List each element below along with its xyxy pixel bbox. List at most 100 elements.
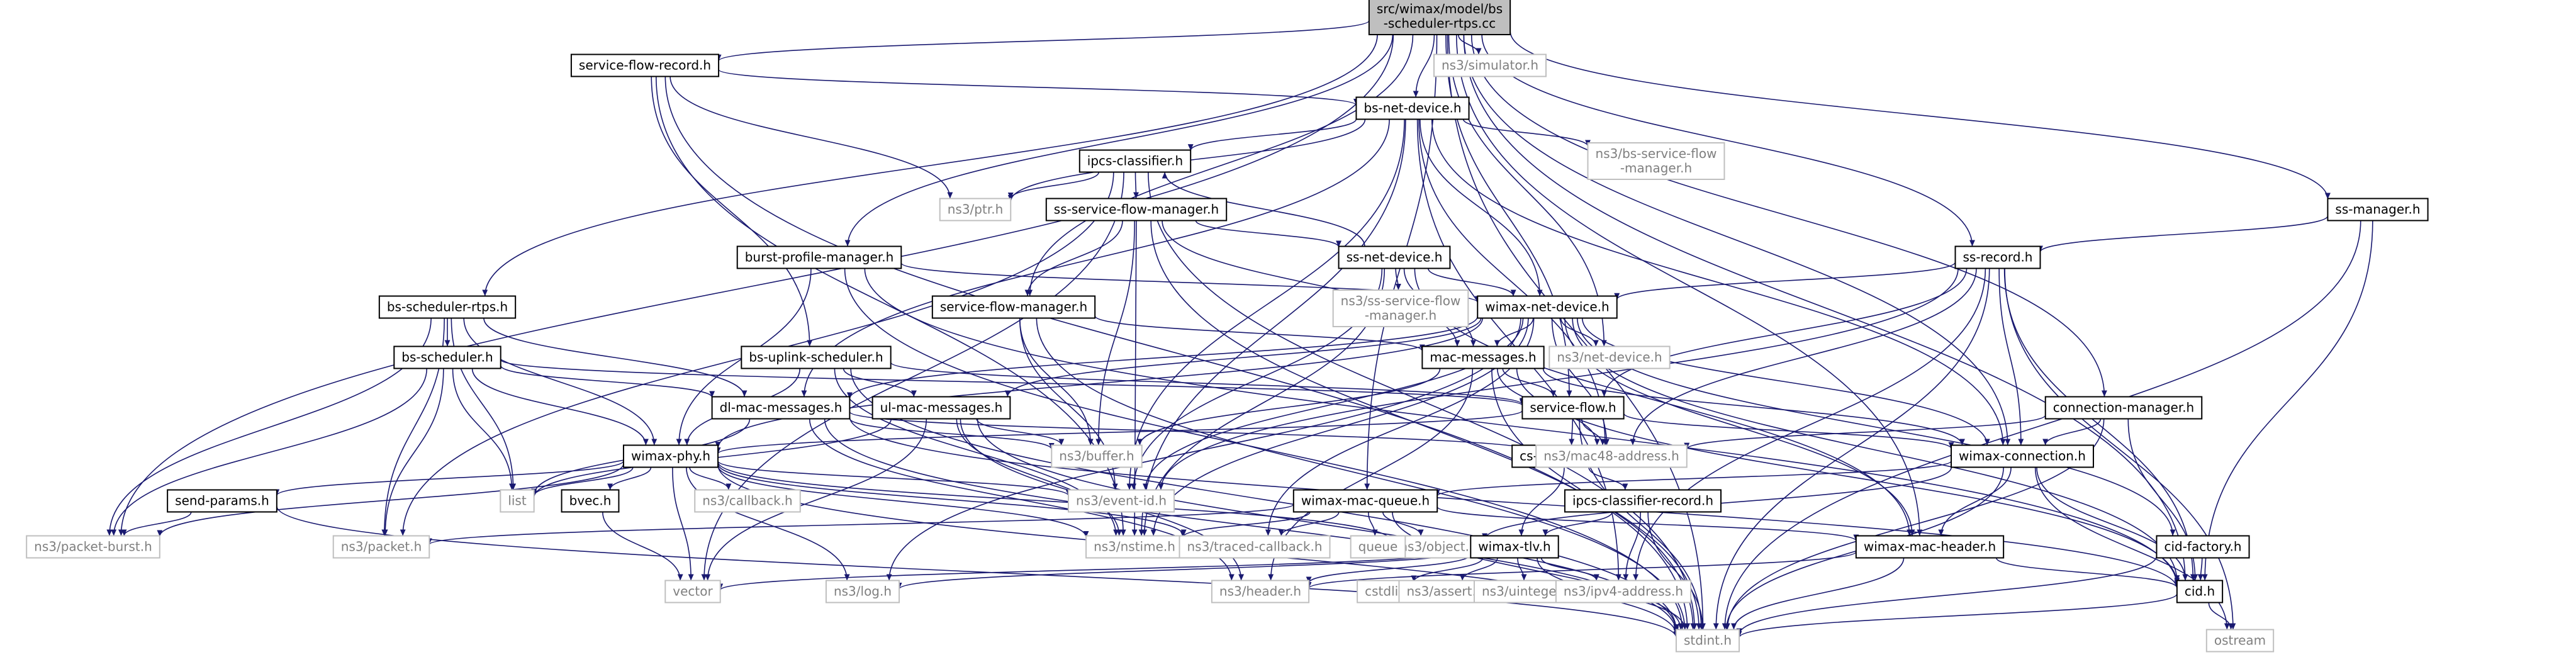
edge-bs-scheduler-h-to-wimax-phy-h — [471, 368, 649, 446]
edge-cid-factory-h-to-cid-h — [2197, 558, 2204, 581]
node-box — [570, 53, 720, 77]
node-label: ns3/bs-service-flow-manager.h — [1596, 146, 1717, 176]
node-label: bs-net-device.h — [1364, 101, 1461, 116]
node-box — [939, 198, 1012, 222]
node-dl-mac-h[interactable]: dl-mac-messages.h — [711, 396, 851, 420]
node-root[interactable]: src/wimax/model/bs-scheduler-rtps.cc — [1368, 0, 1511, 35]
edge-ipcs-classifier-h-to-ptr — [1007, 172, 1100, 199]
node-box — [1564, 489, 1722, 513]
node-ss-record-h[interactable]: ss-record.h — [1954, 245, 2041, 269]
edge-wimax-phy-h-to-vector — [672, 467, 694, 581]
edge-ss-sfm-h-to-ss-net-device-h — [1195, 220, 1341, 247]
node-box — [931, 295, 1096, 319]
node-label: ns3/event-id.h — [1076, 493, 1167, 508]
edge-ss-sfm-h-to-sfm-h — [1024, 220, 1123, 296]
node-bs-uplink-h[interactable]: bs-uplink-scheduler.h — [741, 345, 892, 369]
node-wimax-connection-h[interactable]: wimax-connection.h — [1951, 444, 2094, 468]
edge-service-flow-h-to-wimax-connection-h — [1623, 413, 1954, 449]
node-label: src/wimax/model/bs-scheduler-rtps.cc — [1377, 1, 1503, 31]
edge-wimax-phy-h-to-bvec-h — [607, 467, 652, 490]
node-ul-mac-h[interactable]: ul-mac-messages.h — [871, 396, 1011, 420]
edge-ss-sfm-h-to-stdint — [1150, 220, 1696, 630]
node-label: ns3/packet.h — [341, 539, 422, 554]
node-box — [871, 396, 1011, 420]
node-cid-h[interactable]: cid.h — [2176, 580, 2224, 603]
node-bs-sched-rtps-h[interactable]: bs-scheduler-rtps.h — [378, 295, 517, 319]
node-wimax-mac-header-h[interactable]: wimax-mac-header.h — [1855, 535, 2005, 559]
edge-bs-net-device-h-to-nstime — [1138, 119, 1406, 536]
node-box — [1675, 629, 1740, 653]
edge-ss-record-h-to-ostream — [2004, 268, 2236, 630]
node-send-params-h[interactable]: send-params.h — [167, 489, 277, 513]
node-label: wimax-connection.h — [1959, 449, 2086, 464]
node-box — [741, 345, 892, 369]
node-wimax-phy-h[interactable]: wimax-phy.h — [622, 444, 719, 468]
node-box — [1338, 245, 1451, 269]
edge-ss-record-h-to-service-flow-h — [1601, 268, 1968, 397]
edge-bs-scheduler-h-to-packet — [382, 368, 444, 536]
node-label: ns3/ss-service-flow-manager.h — [1341, 293, 1461, 323]
node-ns3-net-device: ns3/net-device.h — [1548, 345, 1671, 369]
node-box — [1548, 345, 1671, 369]
node-label: ns3/net-device.h — [1557, 350, 1662, 365]
node-sflow-record-h[interactable]: service-flow-record.h — [570, 53, 720, 77]
node-box — [2044, 396, 2203, 420]
edge-ipcs-classifier-record-h-to-stdint — [1647, 512, 1706, 630]
node-ss-net-device-h[interactable]: ss-net-device.h — [1338, 245, 1451, 269]
edge-bvec-h-to-vector — [602, 512, 683, 581]
node-wimax-tlv-h[interactable]: wimax-tlv.h — [1470, 535, 1559, 559]
node-label: bvec.h — [569, 493, 612, 508]
edge-wimax-mac-queue-h-to-object — [1382, 512, 1424, 536]
node-bs-scheduler-h[interactable]: bs-scheduler.h — [393, 345, 501, 369]
node-ipv4: ns3/ipv4-address.h — [1555, 580, 1692, 603]
node-box — [1350, 535, 1406, 559]
node-connection-manager-h[interactable]: connection-manager.h — [2044, 396, 2203, 420]
node-burst-profile-h[interactable]: burst-profile-manager.h — [736, 245, 902, 269]
node-cid-factory-h[interactable]: cid-factory.h — [2156, 535, 2250, 559]
node-ipcs-classifier-h[interactable]: ipcs-classifier.h — [1078, 149, 1192, 173]
node-ss-sfm-h[interactable]: ss-service-flow-manager.h — [1045, 198, 1228, 222]
edge-ss-net-device-h-to-wimax-net-device-h — [1428, 268, 1516, 296]
edge-ss-record-h-to-ipv4 — [1633, 268, 1986, 581]
node-label: ns3/log.h — [834, 584, 892, 599]
node-box — [1421, 345, 1545, 369]
edge-root-to-bs-sched-rtps-h — [482, 34, 1378, 296]
node-label: bs-uplink-scheduler.h — [749, 350, 883, 365]
node-ipcs-classifier-record-h[interactable]: ipcs-classifier-record.h — [1564, 489, 1722, 513]
node-label: cid.h — [2185, 584, 2215, 599]
node-label: ns3/assert.h — [1406, 584, 1484, 599]
edge-wimax-connection-h-to-cid-h — [2036, 467, 2188, 581]
edge-wimax-net-device-h-to-ns3-net-device — [1560, 318, 1599, 347]
edge-wimax-phy-h-to-object — [717, 461, 1395, 542]
node-box — [1587, 142, 1725, 180]
edge-mac-messages-h-to-wimax-connection-h — [1542, 368, 1965, 446]
edge-root-to-packet-burst — [118, 34, 1394, 536]
node-wimax-net-device-h[interactable]: wimax-net-device.h — [1477, 295, 1618, 319]
node-box — [2156, 535, 2250, 559]
edge-burst-profile-h-to-cid-h — [864, 268, 2180, 586]
node-label: ns3/traced-callback.h — [1187, 539, 1322, 554]
edge-cid-h-to-stdint — [1736, 593, 2178, 638]
node-service-flow-h[interactable]: service-flow.h — [1521, 396, 1625, 420]
node-list: list — [500, 489, 535, 513]
node-packet: ns3/packet.h — [332, 535, 430, 559]
node-mac-messages-h[interactable]: mac-messages.h — [1421, 345, 1545, 369]
node-box — [1179, 535, 1331, 559]
node-box — [1470, 535, 1559, 559]
edge-ss-record-h-to-wimax-connection-h — [1998, 268, 2024, 446]
node-box — [1067, 489, 1175, 513]
edge-wimax-net-device-h-to-wimax-phy-h — [715, 318, 1483, 449]
node-vector: vector — [664, 580, 721, 603]
edge-bs-net-device-h-to-event-id — [1126, 119, 1405, 490]
edge-ipcs-classifier-h-to-ss-sfm-h — [1133, 172, 1140, 199]
edge-wimax-mac-queue-h-to-traced-callback — [1278, 512, 1340, 536]
node-sfm-h[interactable]: service-flow-manager.h — [931, 295, 1096, 319]
node-label: queue — [1358, 539, 1398, 554]
node-ss-manager-h[interactable]: ss-manager.h — [2327, 198, 2429, 222]
node-bvec-h[interactable]: bvec.h — [561, 489, 620, 513]
edge-ss-record-h-to-mac48 — [1630, 268, 1977, 446]
node-bs-net-device-h[interactable]: bs-net-device.h — [1355, 96, 1470, 120]
node-wimax-mac-queue-h[interactable]: wimax-mac-queue.h — [1292, 489, 1438, 513]
node-header: ns3/header.h — [1211, 580, 1310, 603]
node-ptr: ns3/ptr.h — [939, 198, 1012, 222]
